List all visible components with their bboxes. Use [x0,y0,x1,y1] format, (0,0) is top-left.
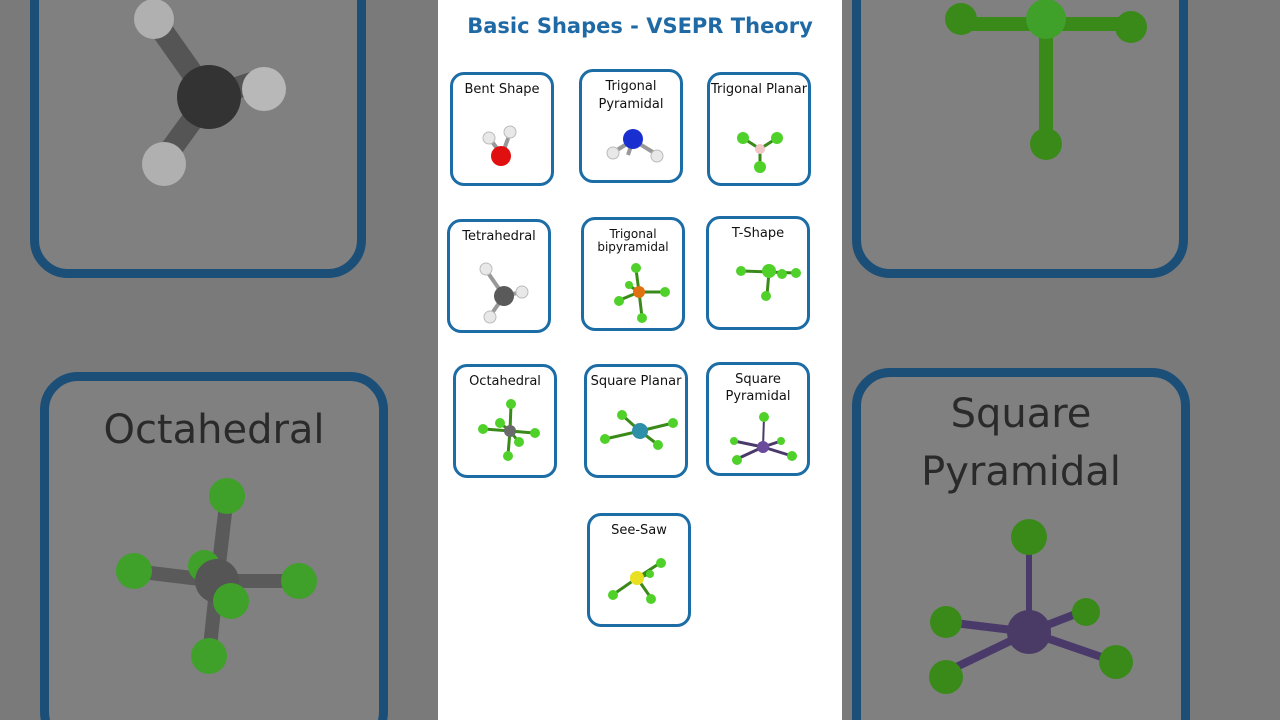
molecule-trigonal-planar [737,132,783,173]
card-label: Trigonal Pyramidal [598,79,664,112]
molecule-trigonal-pyramidal [606,129,664,163]
molecule-square-planar [600,410,678,450]
background-card-square-pyramidal: Square Pyramidal [852,368,1190,720]
background-tetrahedral-molecule [134,0,286,186]
card-trigonal-planar: Trigonal Planar [707,72,811,186]
page-title: Basic Shapes - VSEPR Theory [467,14,813,38]
card-label: See-Saw [611,523,667,538]
card-label: Tetrahedral [462,229,536,244]
molecule-octahedral [478,399,540,461]
background-octahedral-molecule [116,478,317,674]
molecule-see-saw [608,558,666,604]
card-label: Bent Shape [464,82,540,97]
card-square-planar: Square Planar [584,364,688,478]
card-label: Octahedral [469,374,541,389]
card-trigonal-pyramidal: Trigonal Pyramidal [579,69,683,183]
card-trigonal-bipyramidal: Trigonal bipyramidal [581,217,685,331]
card-see-saw: See-Saw [587,513,691,627]
molecule-tetrahedral [479,262,529,324]
card-tetrahedral: Tetrahedral [447,219,551,333]
background-label-right: Square Pyramidal [921,391,1121,495]
molecule-t-shape [736,264,801,301]
vsepr-chart: Basic Shapes - VSEPR Theory Bent Shape T… [438,0,842,720]
background-left-panel: Octahedral [0,0,438,720]
card-label: Square Pyramidal [725,372,791,404]
background-tshape-molecule [945,0,1147,160]
background-right-panel: Square Pyramidal [842,0,1280,720]
molecule-square-pyramidal [730,412,797,465]
card-label: Trigonal bipyramidal [597,227,669,254]
card-t-shape: T-Shape [706,216,810,330]
card-square-pyramidal: Square Pyramidal [706,362,810,476]
background-card-tetrahedral [30,0,366,278]
card-label: Trigonal Planar [710,82,808,97]
card-label: Square Planar [590,374,682,389]
background-label-left: Octahedral [103,407,325,453]
molecule-bent [482,125,517,166]
background-card-octahedral: Octahedral [40,372,388,720]
background-square-pyramidal-molecule [929,519,1133,694]
card-bent-shape: Bent Shape [450,72,554,186]
background-card-tshape [852,0,1188,278]
molecule-trigonal-bipyramidal [614,263,670,323]
card-octahedral: Octahedral [453,364,557,478]
card-label: T-Shape [731,226,785,241]
